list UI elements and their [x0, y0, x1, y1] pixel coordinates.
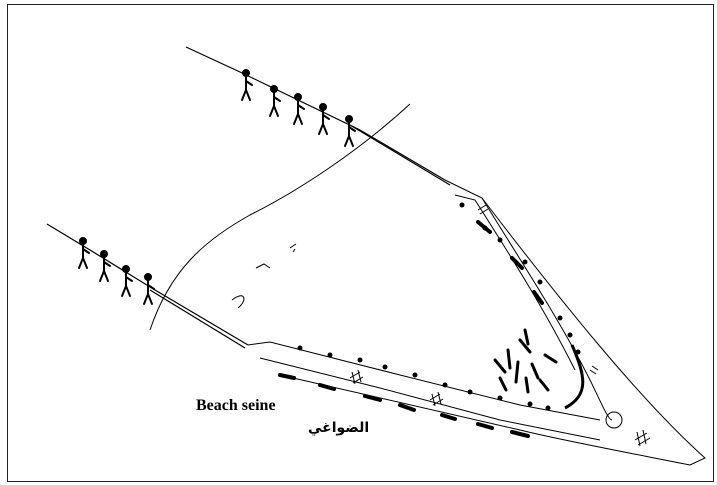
fisherman-figure — [241, 69, 253, 101]
fisherman-figure — [99, 250, 111, 282]
bag-curve — [564, 344, 585, 410]
water-mark-2 — [255, 263, 271, 269]
net-upper-wing — [444, 179, 613, 421]
lower-crew — [78, 237, 155, 305]
bag-ring — [605, 411, 623, 429]
water-mark-1 — [231, 295, 245, 309]
fisherman-figure — [143, 273, 155, 305]
upper-floats — [459, 202, 581, 355]
sinker-weights — [278, 220, 544, 438]
net-bag — [279, 197, 706, 466]
fisherman-figure — [269, 85, 281, 117]
lower-floats — [297, 345, 551, 411]
upper-crew — [241, 69, 356, 147]
diagram-frame — [7, 4, 714, 482]
upper-tow-rope — [185, 46, 446, 181]
lower-tow-rope-second — [149, 289, 246, 349]
fisherman-figure — [293, 93, 305, 125]
water-mark-3 — [289, 243, 297, 253]
caption-arabic: الضواغي — [308, 420, 370, 436]
fisherman-figure — [78, 237, 90, 269]
net-lower-wing-lead — [259, 357, 601, 441]
fisherman-figure — [121, 265, 133, 297]
shoreline — [149, 103, 411, 331]
fisherman-figure — [318, 103, 330, 135]
upper-tow-rope-second — [349, 124, 451, 186]
mesh-marks — [349, 204, 651, 447]
fisherman-figure — [344, 115, 356, 147]
caption-english: Beach seine — [196, 397, 276, 414]
fish-catch — [493, 328, 558, 394]
net-upper-wing-float — [454, 194, 576, 371]
